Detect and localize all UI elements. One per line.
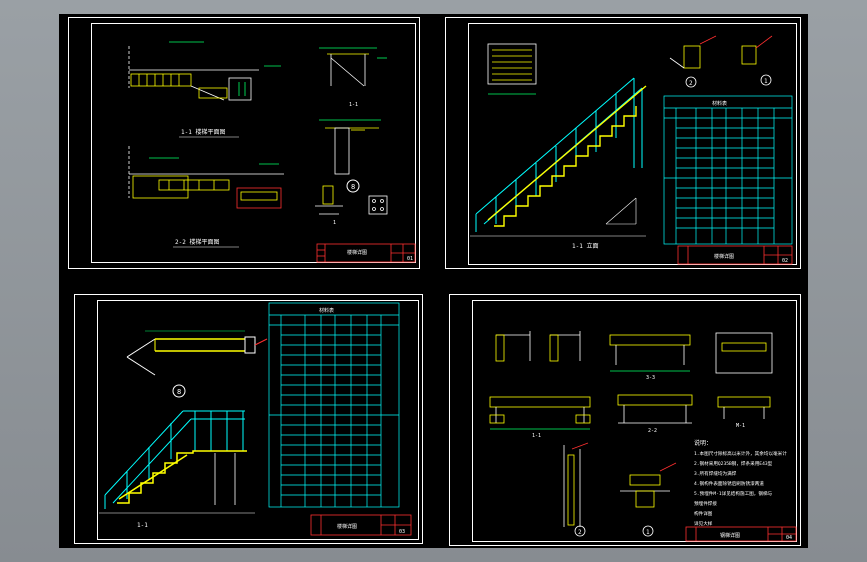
elevation-3-title: 1-1 bbox=[137, 522, 148, 529]
design-notes: 说明： 1.本图尺寸除标高以米计外，其余均以毫米计 2.钢材采用Q235B钢，焊… bbox=[694, 439, 787, 527]
note-4: 4.钢构件表面除锈后刷防锈漆两道 bbox=[694, 480, 764, 487]
connection-detail bbox=[620, 462, 677, 537]
beam-details bbox=[489, 394, 771, 430]
sheet-4-drawing: 3-3 1-1 2-2 M-1 bbox=[489, 331, 797, 542]
plan-b-title: 2-2 楼梯平面图 bbox=[175, 238, 219, 246]
sheet-3-drawing: 8 bbox=[99, 302, 412, 536]
material-table bbox=[663, 95, 793, 245]
callout-1-sheet4: 1 bbox=[646, 529, 650, 536]
section-m-1: M-1 bbox=[736, 423, 745, 429]
bracket-details bbox=[495, 331, 773, 374]
stair-plan-small bbox=[487, 43, 537, 95]
stair-plan-a bbox=[128, 41, 281, 101]
note-6: 预埋件焊接 bbox=[694, 500, 717, 507]
plan-a-title: 1-1 楼梯平面图 bbox=[181, 128, 225, 136]
sheet-3-title: 楼梯详图 bbox=[337, 523, 357, 530]
sheet-3-number: 03 bbox=[399, 529, 405, 535]
sheet-4-frame bbox=[472, 300, 797, 542]
sheet-2-border[interactable]: 1-1 立面 2 1 bbox=[445, 17, 801, 269]
callout-circle-8 bbox=[346, 179, 360, 193]
sheet-2-titleblock bbox=[677, 245, 793, 265]
sheet-2-title: 楼梯详图 bbox=[714, 253, 734, 260]
section-1-1: 1-1 bbox=[532, 433, 541, 439]
sheet-4-title: 钢梯详图 bbox=[720, 532, 740, 539]
notes-title: 说明： bbox=[694, 439, 712, 447]
section-3-3: 3-3 bbox=[646, 375, 655, 381]
callout-2-sheet4: 2 bbox=[578, 529, 582, 536]
elevation-title: 1-1 立面 bbox=[572, 242, 598, 250]
stair-elevation bbox=[470, 77, 647, 237]
stair-plan-b bbox=[128, 146, 284, 209]
sheet-1-titleblock bbox=[316, 243, 416, 263]
sheet-4-titleblock bbox=[685, 526, 797, 542]
note-1: 1.本图尺寸除标高以米计外，其余均以毫米计 bbox=[694, 450, 787, 457]
table-2-header: 材料表 bbox=[712, 100, 727, 107]
detail-callouts bbox=[669, 35, 773, 88]
note-5: 5.预埋件M-1详见结构施工图，钢梯与 bbox=[694, 490, 773, 497]
callout-1: 1 bbox=[764, 78, 768, 85]
sheet-2-drawing: 1-1 立面 2 1 bbox=[470, 35, 793, 265]
sheet-3-titleblock bbox=[310, 514, 412, 536]
anchor-detail bbox=[315, 185, 388, 215]
section-2-2: 2-2 bbox=[648, 428, 657, 434]
callout-8-sheet3: 8 bbox=[177, 388, 181, 396]
bracket-detail-b bbox=[319, 119, 381, 175]
sheet-4-border[interactable]: 3-3 1-1 2-2 M-1 bbox=[449, 294, 801, 546]
note-8: 详见大样 bbox=[694, 520, 713, 527]
note-2: 2.钢材采用Q235B钢，焊条采用E43型 bbox=[694, 460, 773, 467]
sheet-1-frame bbox=[91, 23, 416, 263]
detail-b-label: 1 bbox=[333, 220, 336, 226]
detail-a-label: 1-1 bbox=[349, 102, 358, 108]
sheet-1-drawing: 1-1 楼梯平面图 2-2 楼梯平面图 bbox=[128, 41, 416, 263]
callout-2: 2 bbox=[689, 80, 693, 87]
stair-elevation-small bbox=[99, 410, 255, 514]
sheet-2-number: 02 bbox=[782, 258, 788, 264]
note-7: 构件详图 bbox=[694, 510, 713, 517]
sheet-1-border[interactable]: 1-1 楼梯平面图 2-2 楼梯平面图 bbox=[68, 17, 420, 269]
callout-8: 8 bbox=[351, 183, 355, 191]
sheet-3-border[interactable]: 8 bbox=[74, 294, 423, 544]
sheet-1-number: 01 bbox=[407, 256, 413, 262]
sheet-1-title: 楼梯详图 bbox=[347, 249, 367, 256]
sheet-4-number: 04 bbox=[786, 535, 792, 541]
note-3: 3.所有焊缝均为满焊 bbox=[694, 470, 737, 477]
landing-detail bbox=[126, 330, 268, 376]
drawing-viewport[interactable]: 1-1 楼梯平面图 2-2 楼梯平面图 bbox=[59, 14, 808, 548]
post-detail bbox=[563, 442, 589, 537]
bracket-detail-a bbox=[319, 47, 387, 87]
table-3-header: 材料表 bbox=[319, 307, 334, 314]
sheet-2-frame bbox=[468, 23, 797, 265]
sheet-3-frame bbox=[97, 300, 419, 540]
material-table-3 bbox=[268, 302, 400, 508]
